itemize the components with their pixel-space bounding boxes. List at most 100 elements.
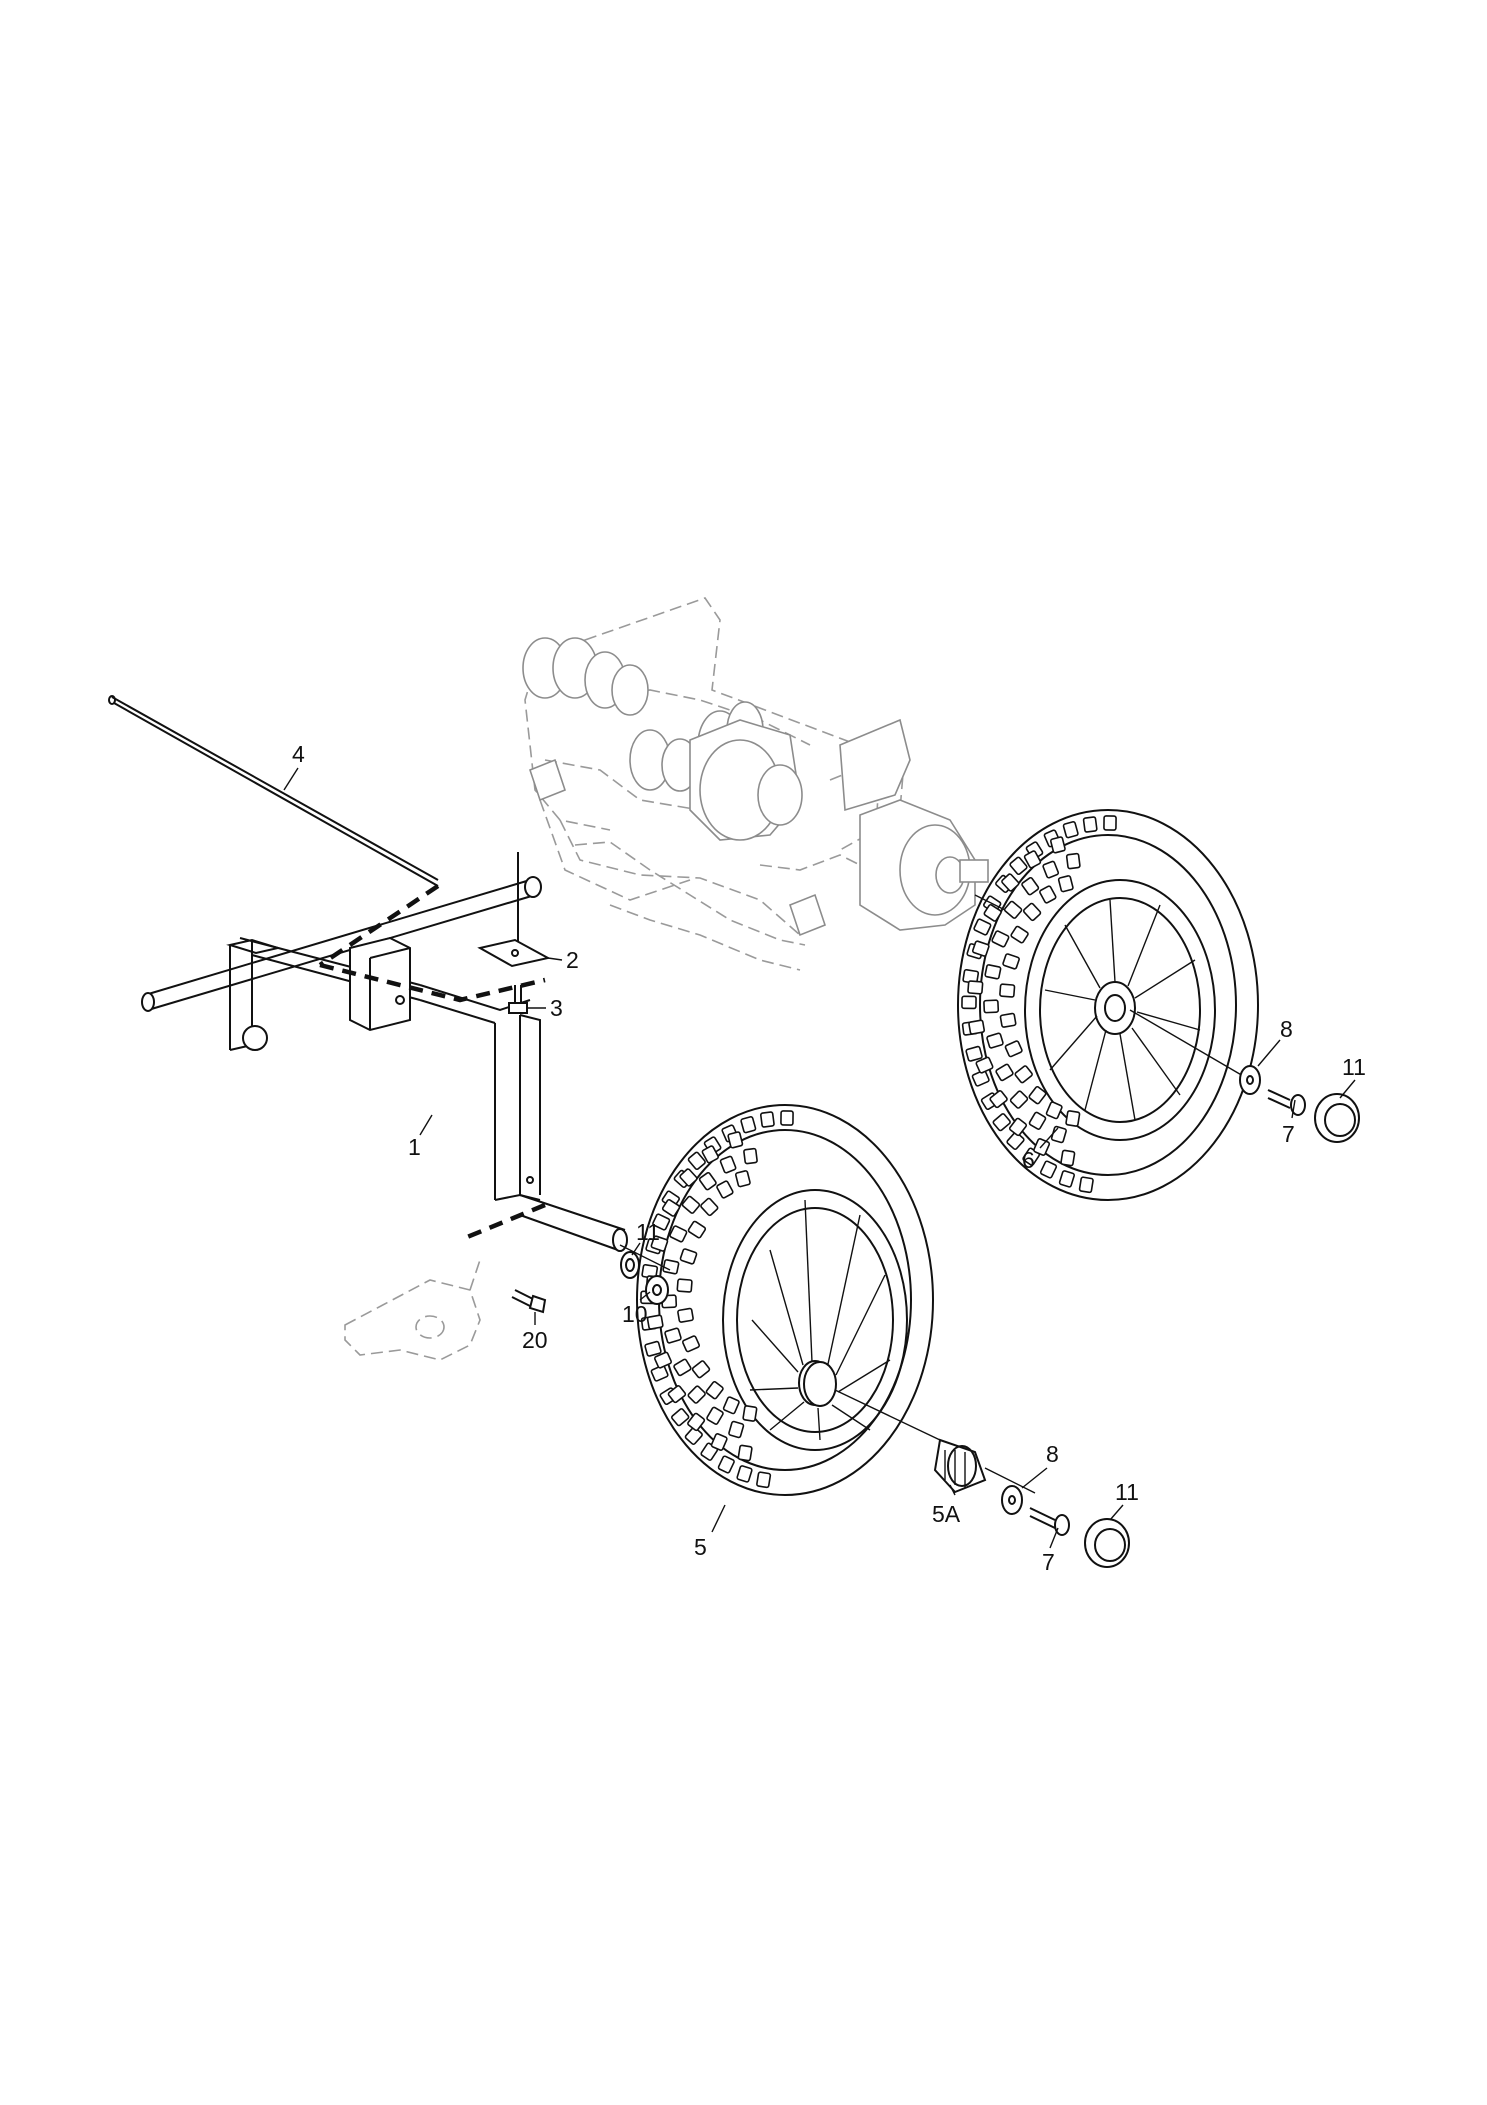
tread-block: [1001, 873, 1020, 892]
tread-block: [1004, 1040, 1023, 1058]
tread-block: [669, 1225, 688, 1243]
tread-block: [986, 1032, 1004, 1049]
tread-block: [1057, 875, 1074, 893]
tread-block: [687, 1151, 706, 1171]
tread-block: [1003, 900, 1023, 919]
tread-block: [975, 1056, 994, 1074]
tread-block: [676, 1278, 693, 1293]
tread-block: [1008, 1117, 1028, 1137]
tread-block: [687, 1220, 707, 1239]
tread-block: [965, 1045, 983, 1062]
tread-block: [1062, 821, 1079, 839]
tread-block: [691, 1360, 711, 1379]
tread-block: [1042, 860, 1060, 879]
tread-block: [1022, 902, 1042, 922]
callout-10: 11: [636, 1219, 660, 1245]
rod-part-4: [108, 695, 440, 967]
tread-block: [1009, 856, 1028, 876]
rear-wheel-part-6: [957, 809, 1259, 1201]
callout-7-rear: 7: [1282, 1121, 1295, 1147]
tread-block: [961, 995, 977, 1010]
tread-block: [1010, 925, 1029, 944]
tread-block: [654, 1351, 672, 1369]
tread-block: [644, 1340, 662, 1357]
tread-block: [698, 1172, 717, 1191]
tread-block: [1039, 1160, 1058, 1179]
tread-block: [736, 1465, 753, 1483]
callout-8-front: 8: [1046, 1441, 1059, 1467]
tread-block: [1021, 877, 1040, 896]
rear-wheel-tread: [961, 815, 1117, 1194]
tread-block: [1082, 816, 1098, 833]
tread-block: [682, 1335, 700, 1353]
rear-wheel-spokes: [1044, 899, 1201, 1121]
tread-block: [664, 1327, 682, 1344]
tread-block: [684, 1426, 703, 1445]
front-wheel-part-5: [636, 1104, 934, 1496]
callout-1: 1: [408, 1134, 421, 1160]
tread-block: [1039, 885, 1057, 904]
tread-block: [971, 1069, 990, 1087]
tread-block: [719, 1155, 737, 1174]
leader-lines: [283, 767, 1356, 1549]
tread-block: [667, 1385, 687, 1404]
tread-block: [673, 1358, 692, 1377]
bushing-part-5a: [933, 1438, 987, 1494]
callout-4: 4: [292, 741, 305, 767]
callout-5a: 5A: [932, 1501, 961, 1527]
screw-part-3: [508, 985, 528, 1014]
bolt-part-7-front: [1029, 1507, 1070, 1536]
ring-part-10: [620, 1251, 640, 1279]
tread-block: [646, 1314, 664, 1330]
callout-labels: 4 2 3 1 8 7 11 6 11 10 20 8 5A 7 11 5: [292, 741, 1366, 1575]
mount-bracket-ghost: [344, 1259, 481, 1361]
tread-block: [1065, 852, 1081, 870]
tread-block: [706, 1406, 724, 1425]
tread-block: [983, 904, 1002, 922]
tread-block: [727, 1131, 744, 1149]
screw-part-20: [511, 1289, 547, 1314]
transmission-assembly-ghost: [522, 597, 989, 971]
bolt-part-7-rear: [1267, 1089, 1306, 1116]
tread-block: [1058, 1170, 1075, 1188]
tread-block: [992, 1113, 1011, 1132]
tread-block: [737, 1444, 753, 1462]
tread-block: [1009, 1090, 1029, 1109]
callout-3: 3: [550, 995, 563, 1021]
hub-cap-part-11-front: [1084, 1518, 1130, 1568]
washer-part-8-rear: [1239, 1065, 1261, 1095]
tread-block: [991, 930, 1010, 948]
tread-block: [999, 983, 1016, 998]
tread-block: [701, 1145, 720, 1164]
tread-block: [1006, 1131, 1025, 1150]
callout-7-front: 7: [1042, 1549, 1055, 1575]
tread-block: [1028, 1085, 1047, 1105]
tread-block: [759, 1111, 775, 1128]
tread-block: [1078, 1176, 1094, 1194]
tread-block: [1028, 1111, 1047, 1130]
tread-block: [999, 1012, 1017, 1028]
front-wheel-tread: [640, 1110, 794, 1489]
tread-block: [670, 1408, 690, 1427]
tread-block: [679, 1168, 698, 1187]
tread-block: [756, 1471, 772, 1489]
tread-block: [700, 1197, 719, 1217]
axle-frame-part-1: [141, 876, 628, 1252]
tread-block: [650, 1364, 669, 1382]
tread-block: [728, 1420, 745, 1439]
tread-block: [1060, 1149, 1076, 1167]
assembly-centerlines: [619, 894, 1251, 1494]
callout-2: 2: [566, 947, 579, 973]
tread-block: [973, 918, 992, 936]
tread-block: [971, 940, 990, 957]
tread-block: [677, 1307, 694, 1323]
tread-block: [743, 1147, 758, 1165]
tread-block: [662, 1259, 680, 1275]
washer-part-9: [645, 1275, 669, 1305]
tread-block: [968, 1019, 986, 1035]
callout-5: 5: [694, 1534, 707, 1560]
tread-block: [661, 1199, 681, 1217]
callout-9: 10: [622, 1301, 648, 1327]
hub-cap-part-11-rear: [1314, 1093, 1360, 1143]
